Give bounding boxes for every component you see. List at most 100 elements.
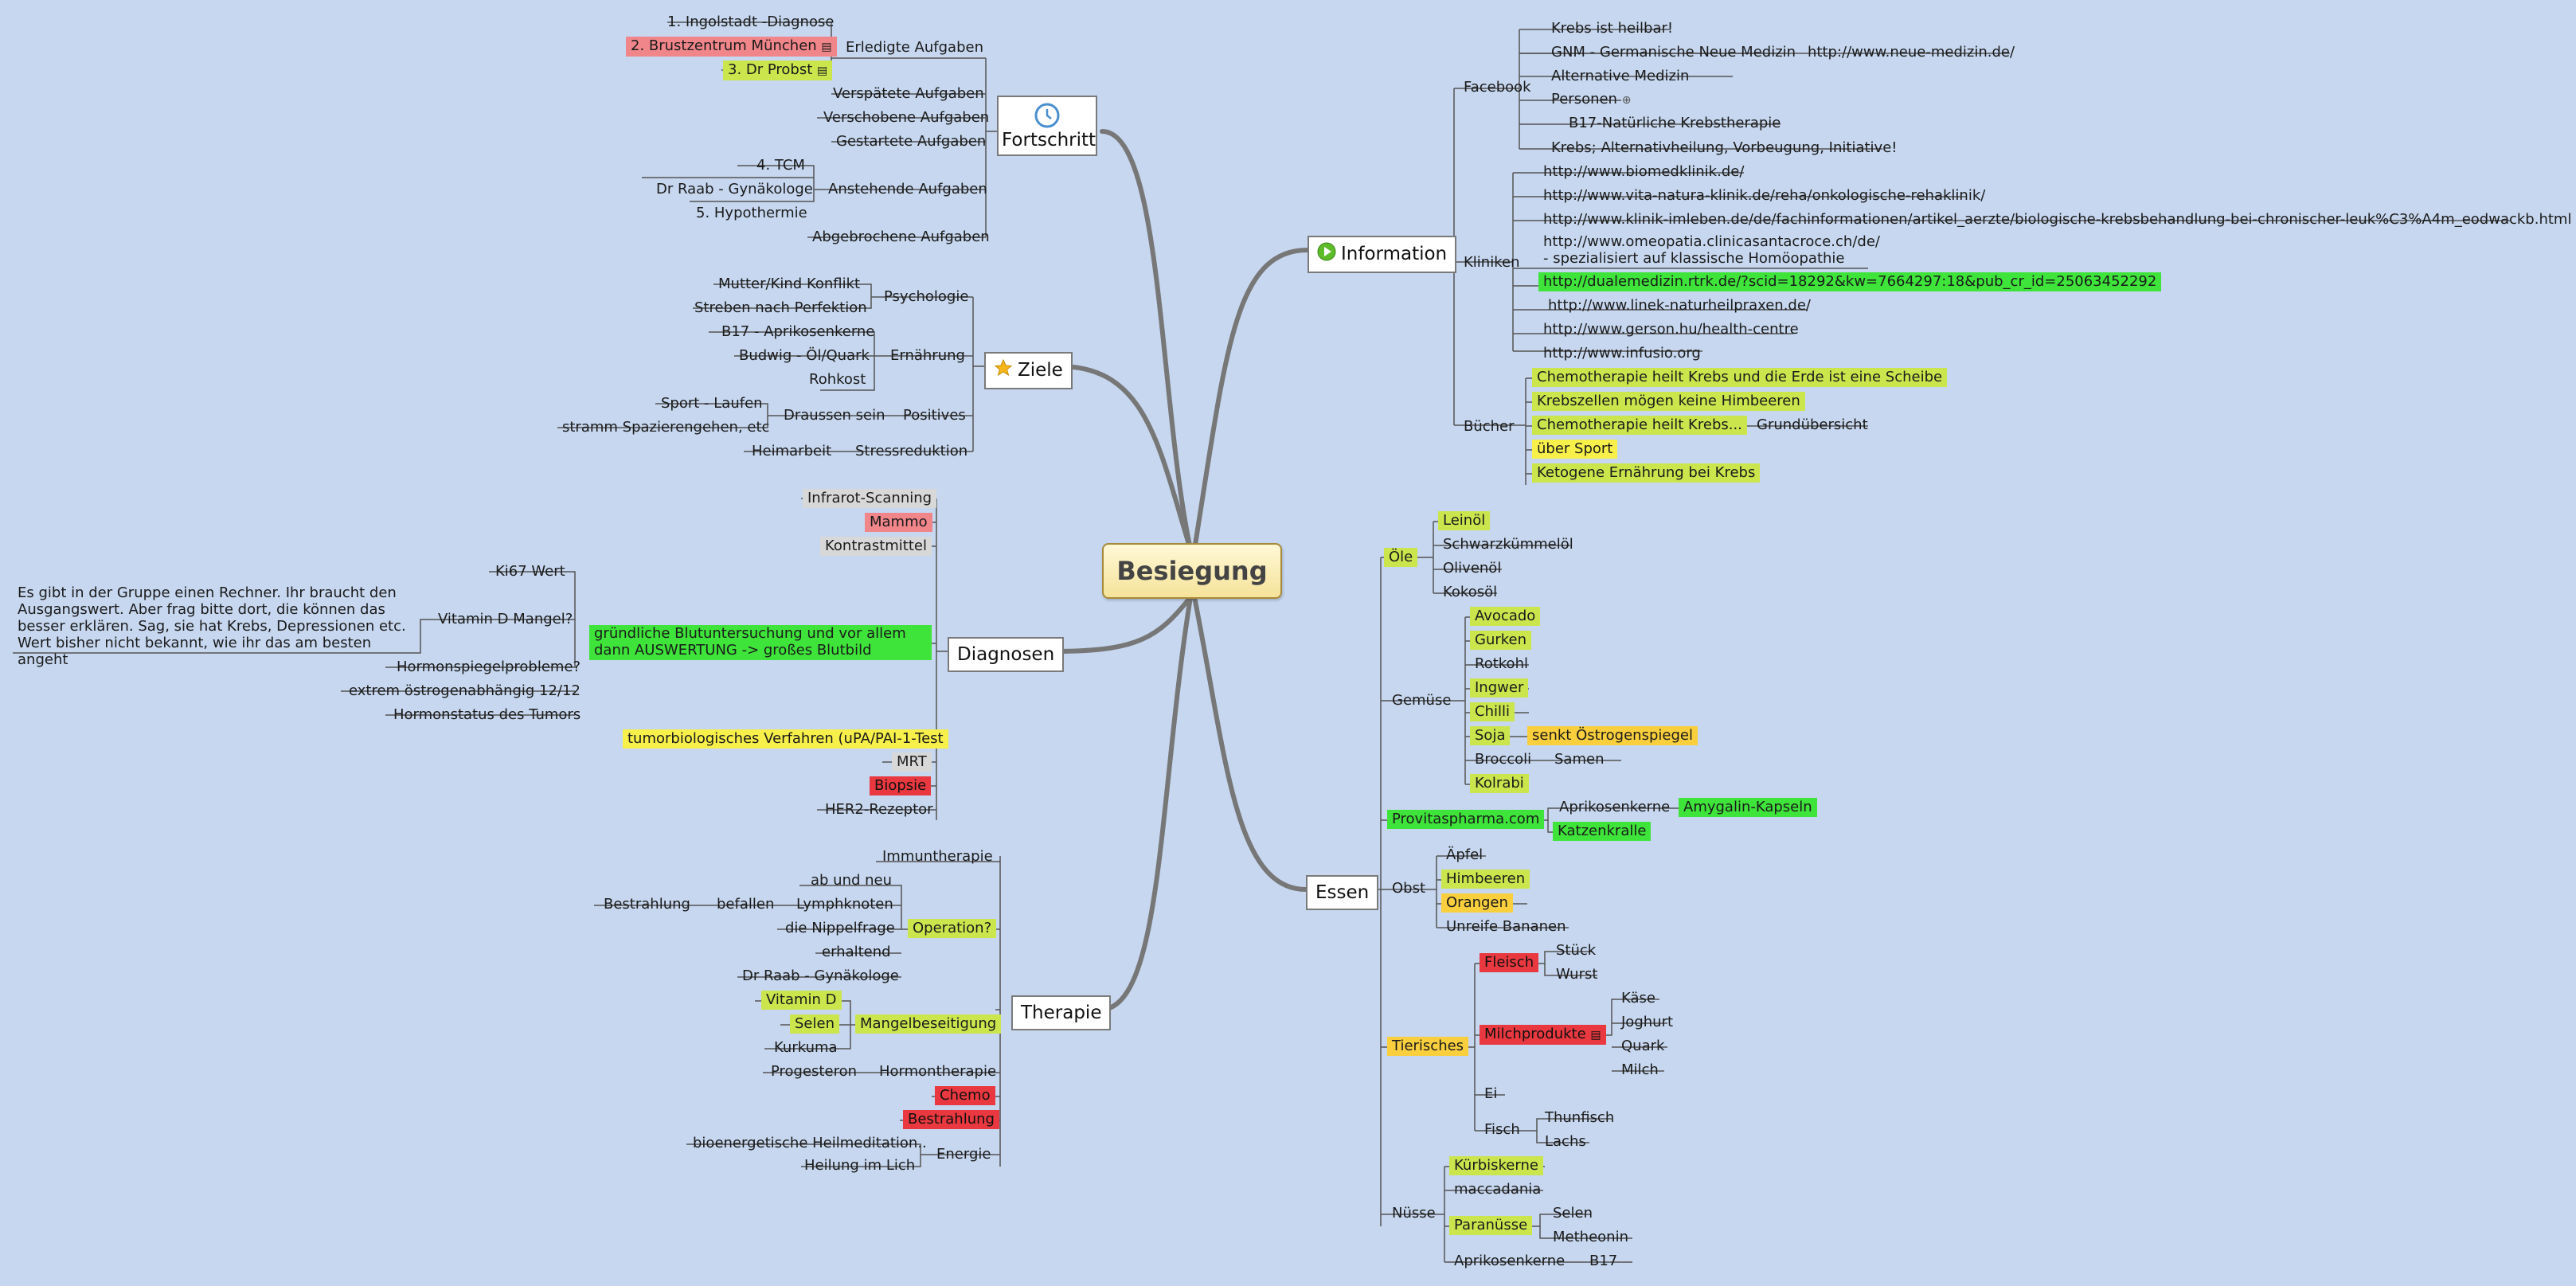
topic-selen-essen[interactable]: Selen (1553, 1205, 1593, 1222)
topic-vitamind[interactable]: Vitamin D (761, 991, 842, 1010)
topic-mutter[interactable]: Mutter/Kind Konflikt (718, 276, 861, 292)
topic-quark[interactable]: Quark (1621, 1038, 1665, 1054)
topic-erledigte[interactable]: Erledigte Aufgaben (846, 39, 983, 56)
topic-verspaetete[interactable]: Verspätete Aufgaben (833, 85, 984, 102)
topic-her2[interactable]: HER2-Rezeptor (825, 801, 933, 818)
topic-soja[interactable]: Soja (1470, 726, 1511, 745)
topic-personen[interactable]: Personen ⊕ (1546, 90, 1636, 110)
topic-b17[interactable]: B17 - Aprikosenkerne (721, 323, 875, 340)
topic-rohkost[interactable]: Rohkost (809, 371, 866, 388)
topic-aprikosenkerne[interactable]: Aprikosenkerne (1559, 799, 1671, 815)
topic-katzenkralle[interactable]: Katzenkralle (1553, 822, 1652, 841)
topic-metheonin[interactable]: Metheonin (1553, 1229, 1628, 1245)
topic-klinik-2[interactable]: http://www.vita-natura-klinik.de/reha/on… (1543, 187, 1986, 204)
topic-selen-therapie[interactable]: Selen (790, 1014, 839, 1034)
topic-hormonstatus[interactable]: Hormonstatus des Tumors (393, 706, 581, 723)
topic-kurkuma[interactable]: Kurkuma (774, 1039, 838, 1056)
topic-gurken[interactable]: Gurken (1470, 631, 1532, 650)
topic-positives[interactable]: Positives (903, 407, 966, 424)
topic-infrarot[interactable]: Infrarot-Scanning (803, 489, 937, 508)
topic-ki67[interactable]: Ki67 Wert (495, 563, 565, 580)
topic-stramm[interactable]: stramm Spazierengehen, etc (562, 419, 770, 436)
topic-fleisch[interactable]: Fleisch (1480, 953, 1539, 972)
topic-kontrast[interactable]: Kontrastmittel (820, 537, 932, 556)
topic-aprikosenkerne-2[interactable]: Aprikosenkerne (1454, 1253, 1566, 1269)
topic-grunduebersicht[interactable]: Grundübersicht (1757, 416, 1868, 433)
topic-klinik-8[interactable]: http://www.infusio.org (1543, 345, 1701, 362)
topic-mammo[interactable]: Mammo (865, 513, 932, 532)
topic-samen[interactable]: Samen (1554, 751, 1605, 768)
topic-buch-4[interactable]: über Sport (1532, 440, 1618, 459)
branch-ziele[interactable]: Ziele (984, 352, 1073, 389)
topic-bestrahlung[interactable]: Bestrahlung (903, 1110, 999, 1129)
branch-fortschritt[interactable]: Fortschritt (997, 96, 1097, 156)
topic-rechner[interactable]: Es gibt in der Gruppe einen Rechner. Ihr… (18, 584, 406, 668)
topic-buch-2[interactable]: Krebszellen mögen keine Himbeeren (1532, 392, 1805, 411)
topic-wurst[interactable]: Wurst (1556, 966, 1598, 983)
topic-psychologie[interactable]: Psychologie (884, 288, 969, 305)
topic-krebs-alternativ[interactable]: Krebs; Alternativheilung, Vorbeugung, In… (1551, 139, 1898, 156)
topic-ingwer[interactable]: Ingwer (1470, 678, 1529, 698)
topic-sport[interactable]: Sport - Laufen (661, 395, 763, 412)
topic-stress[interactable]: Stressreduktion (855, 443, 968, 459)
topic-obst[interactable]: Obst (1392, 880, 1426, 897)
topic-erhaltend[interactable]: erhaltend (822, 944, 891, 960)
topic-ei[interactable]: Ei (1484, 1085, 1498, 1102)
topic-broccoli[interactable]: Broccoli (1475, 751, 1532, 768)
topic-buecher[interactable]: Bücher (1464, 418, 1515, 435)
topic-leinoel[interactable]: Leinöl (1438, 511, 1491, 530)
topic-facebook[interactable]: Facebook (1464, 79, 1531, 96)
topic-rotkohl[interactable]: Rotkohl (1475, 655, 1528, 672)
topic-milchprodukte[interactable]: Milchprodukte ▤ (1480, 1025, 1606, 1045)
topic-stueck[interactable]: Stück (1556, 942, 1597, 959)
topic-ernaehrung[interactable]: Ernährung (890, 347, 965, 364)
topic-raab[interactable]: Dr Raab - Gynäkologe (656, 181, 813, 197)
topic-mangelbeseitigung[interactable]: Mangelbeseitigung (855, 1014, 1002, 1034)
topic-heimarbeit[interactable]: Heimarbeit (752, 443, 832, 459)
topic-thunfisch[interactable]: Thunfisch (1545, 1109, 1615, 1126)
topic-himbeeren[interactable]: Himbeeren (1441, 870, 1530, 889)
topic-immuntherapie[interactable]: Immuntherapie (882, 848, 993, 865)
topic-kuerbiskerne[interactable]: Kürbiskerne (1449, 1156, 1543, 1175)
topic-lymphknoten[interactable]: Lymphknoten (796, 896, 893, 913)
topic-gnm-url[interactable]: http://www.neue-medizin.de/ (1808, 44, 2015, 61)
topic-milch[interactable]: Milch (1621, 1061, 1659, 1078)
topic-b17-essen[interactable]: B17 (1589, 1253, 1618, 1269)
topic-abgebrochene[interactable]: Abgebrochene Aufgaben (812, 229, 990, 245)
topic-budwig[interactable]: Budwig - Öl/Quark (739, 347, 870, 364)
topic-heilung[interactable]: Heilung im Lich (804, 1157, 916, 1174)
central-topic[interactable]: Besiegung (1102, 543, 1282, 599)
topic-bioenergetisch[interactable]: bioenergetische Heilmeditation.. (693, 1135, 927, 1151)
topic-verschobene[interactable]: Verschobene Aufgaben (823, 109, 990, 126)
topic-gemuese[interactable]: Gemüse (1392, 692, 1452, 709)
topic-ingolstadt[interactable]: 1. Ingolstadt -Diagnose (667, 14, 835, 30)
topic-klinik-7[interactable]: http://www.gerson.hu/health-centre (1543, 321, 1799, 338)
branch-essen[interactable]: Essen (1306, 875, 1379, 910)
topic-aepfel[interactable]: Äpfel (1446, 846, 1483, 863)
topic-avocado[interactable]: Avocado (1470, 607, 1541, 626)
topic-draussen[interactable]: Draussen sein (784, 407, 885, 424)
topic-buch-1[interactable]: Chemotherapie heilt Krebs und die Erde i… (1532, 368, 1948, 387)
topic-provitas[interactable]: Provitaspharma.com (1387, 810, 1545, 829)
topic-buch-5[interactable]: Ketogene Ernährung bei Krebs (1532, 463, 1761, 483)
topic-chemo[interactable]: Chemo (935, 1086, 995, 1105)
topic-schwarzkuemmel[interactable]: Schwarzkümmelöl (1443, 536, 1573, 553)
topic-kokosoel[interactable]: Kokosöl (1443, 584, 1498, 600)
topic-kaese[interactable]: Käse (1621, 990, 1655, 1007)
topic-bestrahlung-left[interactable]: Bestrahlung (604, 896, 690, 913)
topic-blutuntersuchung[interactable]: gründliche Blutuntersuchung und vor alle… (589, 625, 932, 660)
topic-klinik-4[interactable]: http://www.omeopatia.clinicasantacroce.c… (1543, 233, 1880, 267)
branch-diagnosen[interactable]: Diagnosen (948, 637, 1065, 672)
topic-befallen[interactable]: befallen (717, 896, 775, 913)
topic-orangen[interactable]: Orangen (1441, 893, 1513, 913)
topic-paranuesse[interactable]: Paranüsse (1449, 1216, 1533, 1235)
topic-gnm[interactable]: GNM - Germanische Neue Medizin (1551, 44, 1796, 61)
topic-unreife-bananen[interactable]: Unreife Bananen (1446, 918, 1566, 935)
topic-tcm[interactable]: 4. TCM (756, 157, 805, 174)
topic-streben[interactable]: Streben nach Perfektion (694, 299, 867, 316)
topic-klinik-3[interactable]: http://www.klinik-imleben.de/de/fachinfo… (1543, 211, 2572, 228)
topic-nuesse[interactable]: Nüsse (1392, 1205, 1436, 1222)
topic-brustzentrum[interactable]: 2. Brustzentrum München ▤ (626, 37, 837, 57)
topic-energie[interactable]: Energie (936, 1146, 991, 1163)
topic-hypothermie[interactable]: 5. Hypothermie (696, 205, 807, 221)
